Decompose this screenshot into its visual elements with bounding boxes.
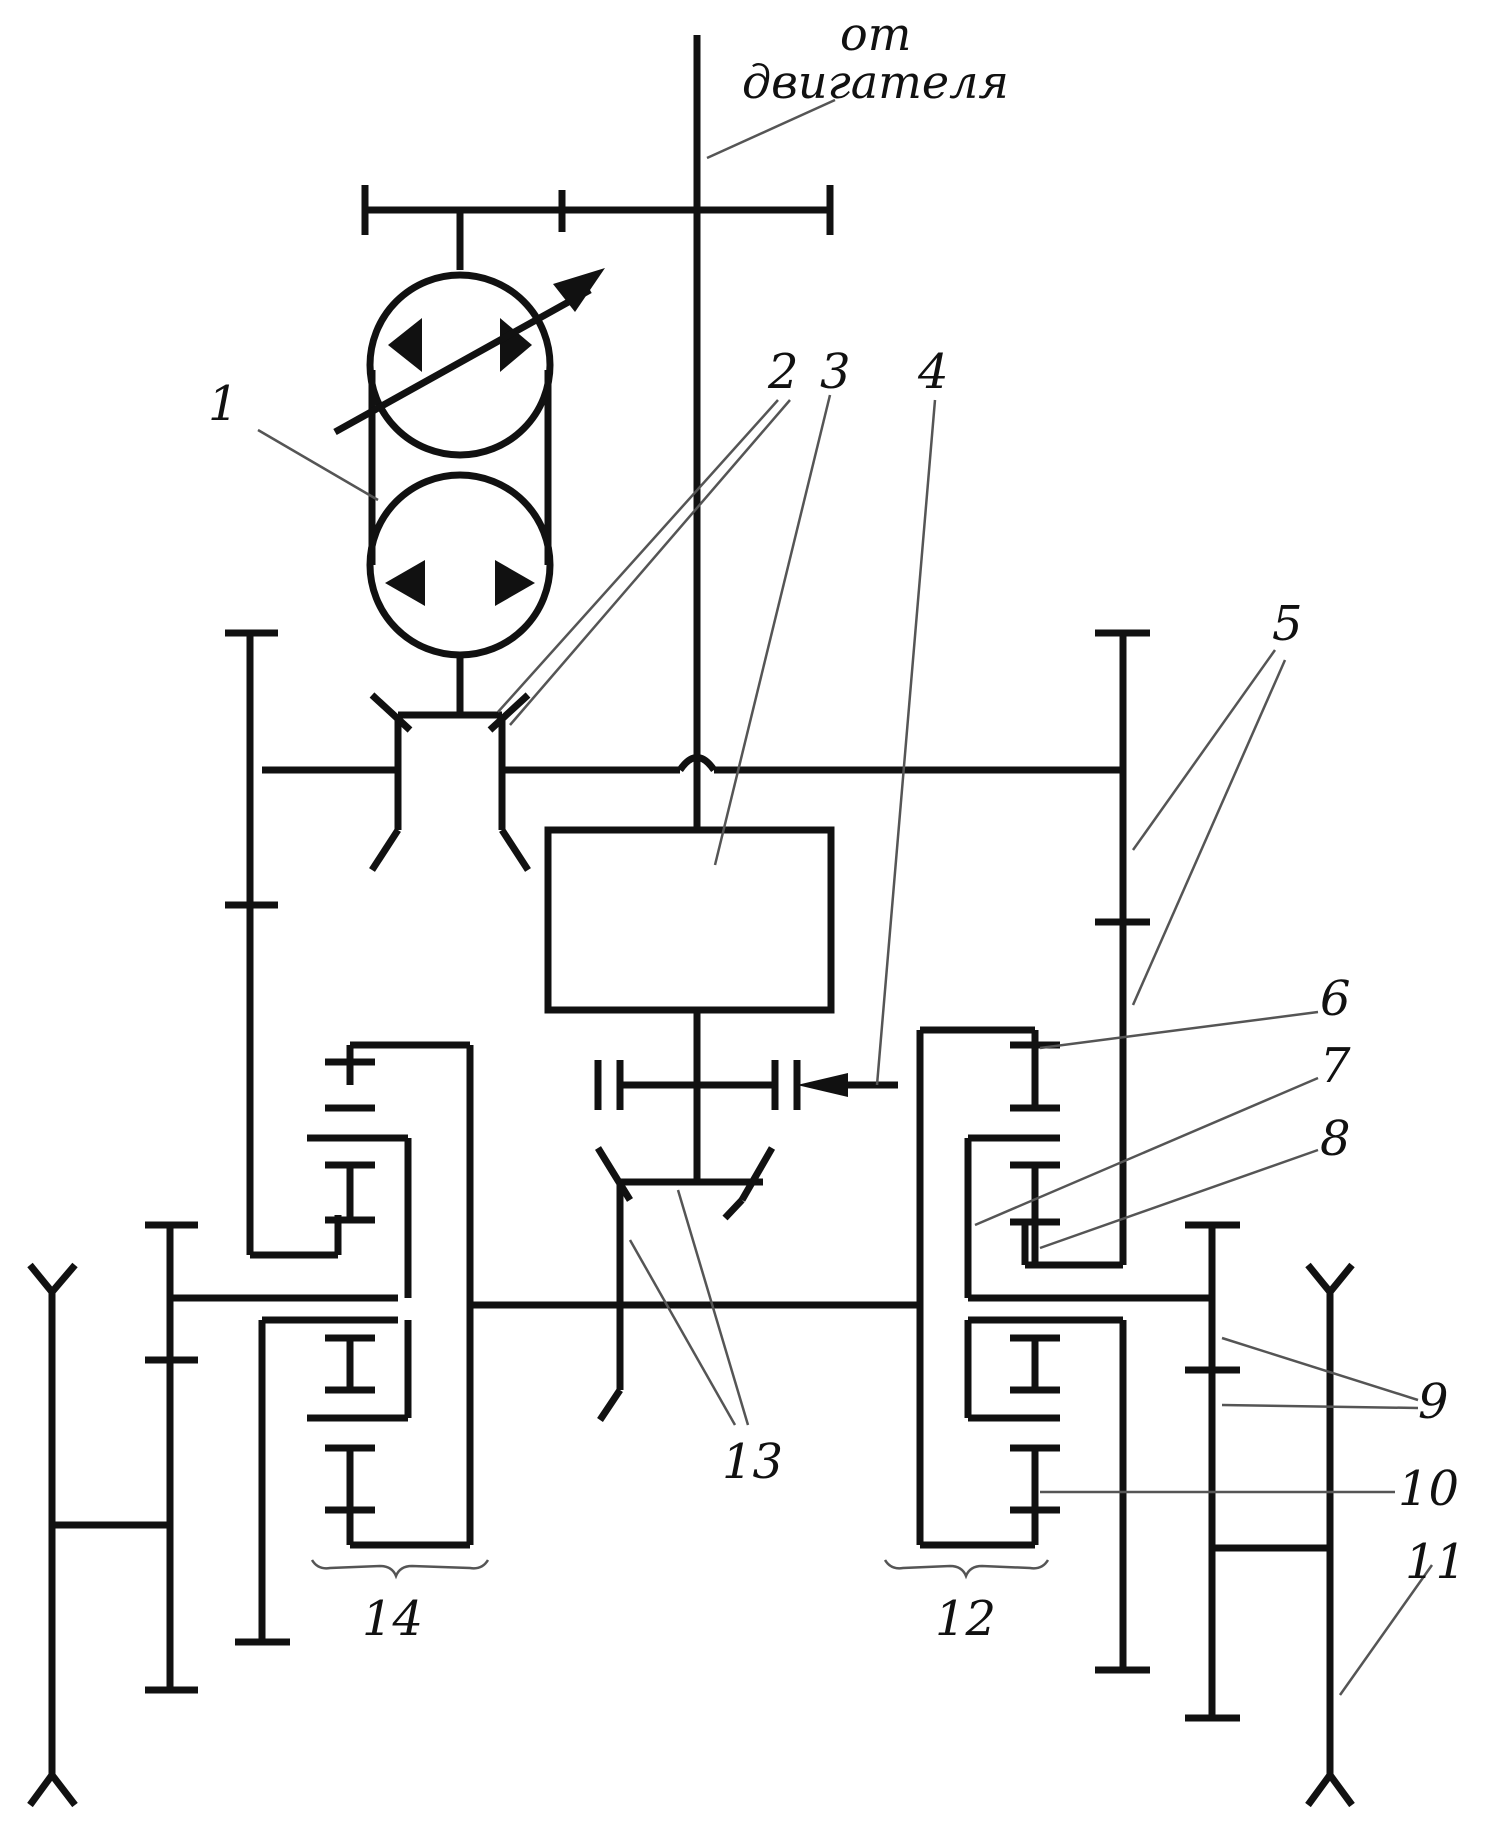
gearbox-block bbox=[544, 818, 835, 1182]
leader-lines bbox=[257, 98, 1434, 1696]
clutch bbox=[594, 1060, 898, 1110]
label-9: 9 bbox=[1418, 1374, 1449, 1430]
source-label-line2: двигателя bbox=[742, 55, 1009, 109]
label-8: 8 bbox=[1320, 1111, 1351, 1167]
left-final-drive bbox=[27, 1221, 198, 1808]
input-shaft bbox=[361, 35, 834, 818]
label-5: 5 bbox=[1272, 596, 1303, 652]
upper-cross-shaft bbox=[262, 754, 1123, 774]
label-12: 12 bbox=[935, 1591, 996, 1647]
label-6: 6 bbox=[1320, 971, 1351, 1027]
label-texts: от двигателя 1 2 3 4 5 6 7 8 9 10 11 12 … bbox=[208, 7, 1466, 1647]
label-10: 10 bbox=[1398, 1461, 1459, 1517]
label-2: 2 bbox=[767, 344, 799, 400]
label-13: 13 bbox=[722, 1434, 783, 1490]
hydrostatic-unit bbox=[333, 268, 605, 715]
bevel-differential bbox=[369, 692, 531, 872]
main-bevel-gears bbox=[595, 1146, 776, 1422]
label-1: 1 bbox=[208, 376, 239, 432]
label-11: 11 bbox=[1405, 1534, 1466, 1590]
label-7: 7 bbox=[1320, 1038, 1351, 1094]
right-planetary-set bbox=[916, 1026, 1150, 1674]
label-4: 4 bbox=[917, 344, 949, 400]
left-planetary-set bbox=[235, 1041, 474, 1646]
label-3: 3 bbox=[820, 344, 851, 400]
left-gear-shaft bbox=[225, 629, 342, 1259]
group-braces bbox=[310, 1559, 1050, 1580]
right-final-drive bbox=[1185, 1221, 1355, 1808]
right-gear-shaft bbox=[1021, 629, 1150, 1269]
label-14: 14 bbox=[362, 1591, 423, 1647]
source-label-line1: от bbox=[840, 7, 911, 61]
main-axle bbox=[170, 1294, 1212, 1309]
